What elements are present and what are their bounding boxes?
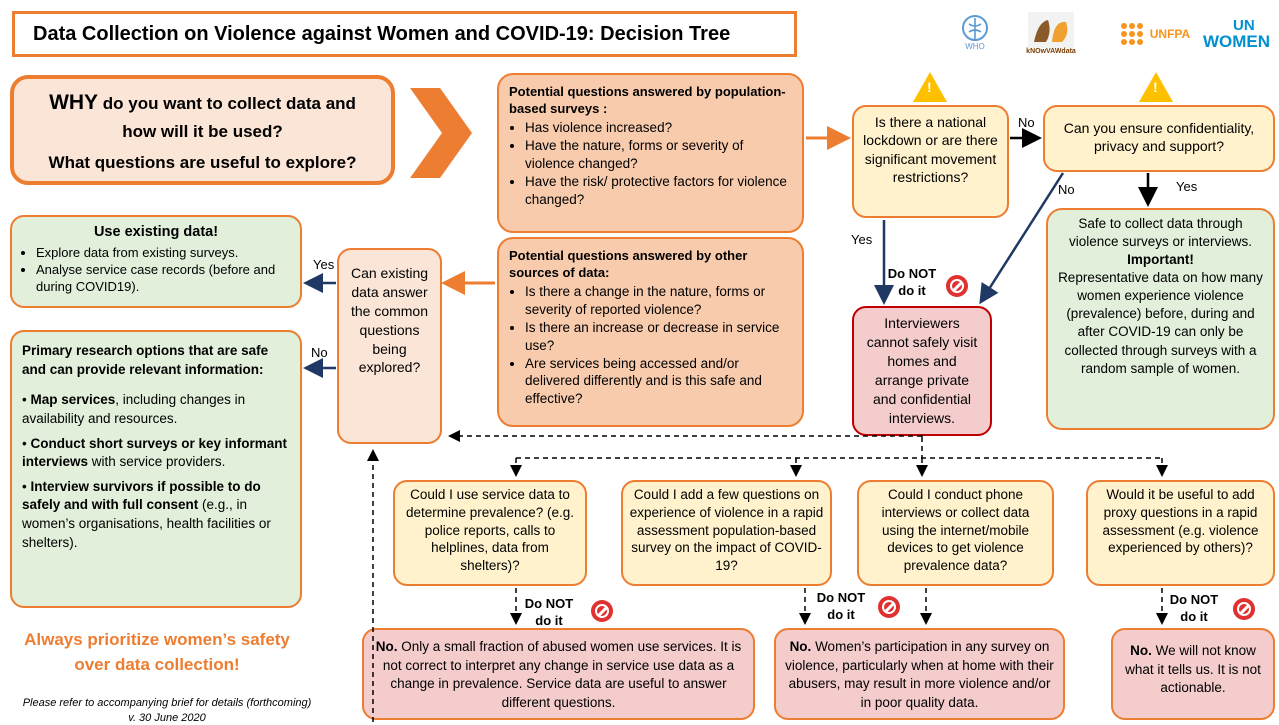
no-service-data-box: No. Only a small fraction of abused wome… (362, 628, 755, 720)
unfpa-logo-text: UNFPA (1149, 27, 1191, 41)
list-item: Have the risk/ protective factors for vi… (525, 173, 792, 209)
unwomen-logo-top: UN (1233, 17, 1255, 34)
use-existing-data-list: Explore data from existing surveys. Anal… (20, 244, 292, 295)
primary-item3-rest: (e.g., in women’s organisations, health … (22, 497, 271, 550)
who-emblem-icon (962, 14, 988, 41)
prohibited-icon (946, 275, 968, 297)
knowvawdata-logo: kNOwVAWdata (1025, 8, 1077, 58)
population-surveys-heading: Potential questions answered by populati… (509, 84, 786, 117)
safety-priority-text: Always prioritize women’s safety over da… (24, 630, 290, 674)
why-line2: how will it be used? (122, 121, 283, 141)
why-line1-rest: do you want to collect data and (98, 94, 356, 113)
can-existing-data-box: Can existing data answer the common ques… (337, 248, 442, 444)
why-line1: WHY do you want to collect data and (14, 87, 391, 119)
yes-label: Yes (313, 257, 335, 272)
warning-icon: ! (913, 72, 947, 102)
unwomen-logo-bottom: WOMEN (1203, 32, 1271, 51)
yes-label: Yes (851, 232, 873, 247)
prohibited-icon (591, 600, 613, 622)
who-logo: WHO (956, 10, 994, 54)
list-item: • Interview survivors if possible to do … (22, 478, 271, 550)
no-label: No (311, 345, 328, 360)
no-label: No. (789, 639, 812, 654)
other-sources-box: Potential questions answered by other so… (497, 237, 804, 427)
question-phone-interviews-box: Could I conduct phone interviews or coll… (857, 480, 1054, 586)
safe-to-collect-line1: Safe to collect data through violence su… (1068, 216, 1253, 250)
safe-to-collect-line2: Representative data on how many women ex… (1058, 270, 1263, 376)
primary-item3-bold: Interview survivors if possible to do sa… (22, 478, 261, 513)
no-label: No. (375, 639, 398, 654)
list-item: • Map services, including changes in ava… (22, 392, 246, 426)
list-item: • Conduct short surveys or key informant… (22, 435, 288, 470)
use-existing-data-heading: Use existing data! (93, 224, 219, 240)
unfpa-logo: UNFPA (1115, 20, 1195, 48)
population-surveys-list: Has violence increased? Have the nature,… (509, 119, 792, 208)
primary-item2-bold: Conduct short surveys or key informant i… (22, 435, 288, 470)
unfpa-dots-icon (1120, 23, 1143, 45)
primary-research-heading: Primary research options that are safe a… (22, 343, 269, 377)
confidentiality-question-box: Can you ensure confidentiality, privacy … (1043, 105, 1275, 172)
no-label: No. (1130, 643, 1152, 658)
primary-item1-rest: , including changes in availability and … (22, 392, 246, 426)
list-item: Have the nature, forms or severity of vi… (525, 137, 792, 173)
why-box: WHY do you want to collect data and how … (10, 75, 395, 185)
no-survey-box: No. Women’s participation in any survey … (774, 628, 1065, 720)
no-label: No (1018, 115, 1035, 130)
prohibited-icon (878, 596, 900, 618)
list-item: Is there a change in the nature, forms o… (525, 283, 792, 319)
who-logo-text: WHO (965, 41, 985, 51)
list-item: Analyse service case records (before and… (36, 261, 292, 295)
other-sources-heading: Potential questions answered by other so… (509, 248, 748, 281)
primary-item1-bold: Map services (30, 392, 116, 408)
chevron-arrow-icon (410, 88, 472, 178)
primary-research-box: Primary research options that are safe a… (10, 330, 302, 608)
use-existing-data-box: Use existing data! Explore data from exi… (10, 215, 302, 308)
list-item: Has violence increased? (525, 119, 792, 137)
hands-icon (1028, 11, 1074, 48)
other-sources-list: Is there a change in the nature, forms o… (509, 283, 792, 408)
version-text: v. 30 June 2020 (128, 712, 206, 724)
question-proxy-box: Would it be useful to add proxy question… (1086, 480, 1275, 586)
population-surveys-box: Potential questions answered by populati… (497, 73, 804, 233)
important-label: Important! (1127, 252, 1194, 268)
list-item: Are services being accessed and/or deliv… (525, 355, 792, 408)
yes-label: Yes (1176, 179, 1198, 194)
lockdown-question-box: Is there a national lockdown or are ther… (852, 105, 1009, 218)
safe-to-collect-box: Safe to collect data through violence su… (1046, 208, 1275, 430)
question-service-data-box: Could I use service data to determine pr… (393, 480, 587, 586)
prohibited-icon (1233, 598, 1255, 620)
question-rapid-survey-box: Could I add a few questions on experienc… (621, 480, 832, 586)
primary-item2-rest: with service providers. (88, 454, 226, 470)
no-proxy-box: No. We will not know what it tells us. I… (1111, 628, 1275, 720)
no-proxy-text: We will not know what it tells us. It is… (1125, 643, 1261, 696)
footnote-text: Please refer to accompanying brief for d… (22, 697, 312, 709)
knowvawdata-logo-text: kNOwVAWdata (1026, 47, 1076, 55)
no-survey-text: Women’s participation in any survey on v… (785, 639, 1054, 710)
page-title: Data Collection on Violence against Wome… (12, 11, 797, 57)
unwomen-logo: UN WOMEN (1203, 14, 1275, 54)
why-line3: What questions are useful to explore? (48, 153, 357, 172)
no-service-data-text: Only a small fraction of abused women us… (382, 639, 742, 710)
interviewers-box: Interviewers cannot safely visit homes a… (852, 306, 992, 436)
why-word: WHY (49, 91, 99, 114)
warning-icon: ! (1139, 72, 1173, 102)
no-label: No (1058, 182, 1075, 197)
list-item: Is there an increase or decrease in serv… (525, 319, 792, 355)
list-item: Explore data from existing surveys. (36, 244, 292, 261)
